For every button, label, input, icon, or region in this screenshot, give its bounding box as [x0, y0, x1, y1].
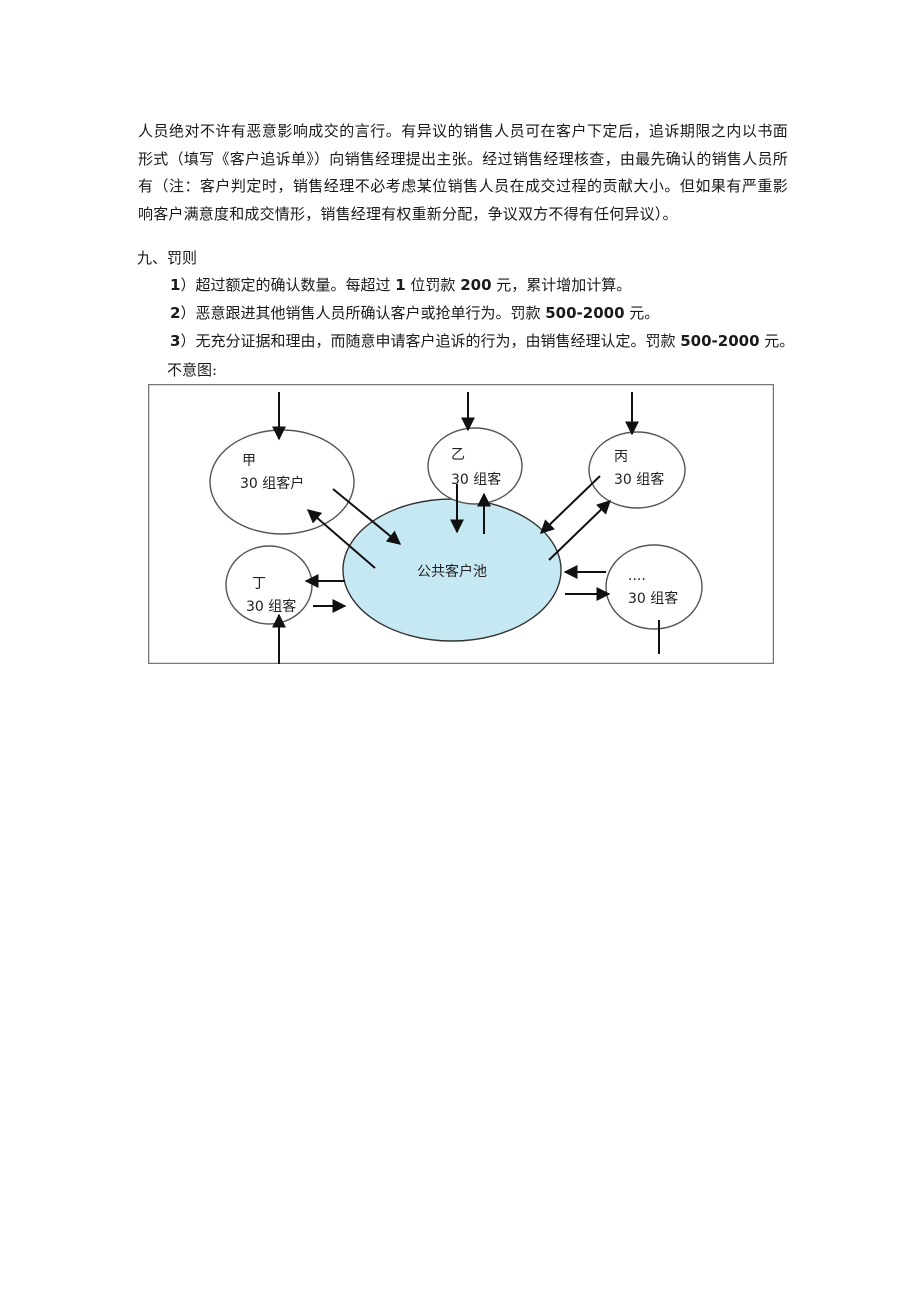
rule-1-text-b: 位罚款 — [405, 276, 461, 294]
node-yi-ellipse — [427, 427, 523, 505]
node-bing-name: 丙 — [614, 449, 628, 465]
rule-3-number: 3 — [170, 332, 181, 350]
section-title: 九、罚则 — [137, 249, 198, 267]
node-jia-count: 30 组客户 — [240, 475, 304, 492]
rule-3-text-a: ）无充分证据和理由，而随意申请客户追诉的行为，由销售经理认定。罚款 — [180, 332, 681, 350]
node-yi-name: 乙 — [451, 447, 465, 463]
rule-3-text-b: 元。 — [759, 332, 795, 350]
rule-2-fine: 500-2000 — [545, 304, 625, 322]
node-jia-name: 甲 — [242, 453, 256, 469]
arrow-pool-to-bing — [548, 500, 612, 561]
public-pool-label: 公共客户池 — [417, 563, 487, 580]
rule-1-fine: 200 — [460, 276, 492, 294]
rule-1-text-c: 元，累计增加计算。 — [491, 276, 632, 294]
diagram-caption: 不意图: — [167, 361, 218, 379]
paragraph-text: 人员绝对不许有恶意影响成交的言行。有异议的销售人员可在客户下定后，追诉期限之内以… — [138, 122, 788, 223]
node-yi-count: 30 组客 — [451, 471, 501, 488]
rule-2-text-b: 元。 — [624, 304, 660, 322]
rule-1-number: 1 — [170, 276, 181, 294]
node-ding-count: 30 组客 — [246, 598, 296, 615]
node-other-count: 30 组客 — [628, 590, 678, 607]
node-bing-count: 30 组客 — [614, 471, 664, 488]
arrow-bing-to-pool — [539, 475, 601, 534]
rule-2-text-a: ）恶意跟进其他销售人员所确认客户或抢单行为。罚款 — [180, 304, 546, 322]
rule-2: 2）恶意跟进其他销售人员所确认客户或抢单行为。罚款 500-2000 元。 — [170, 303, 659, 323]
node-other-name: .... — [628, 568, 646, 584]
arrow-pool-to-jia — [306, 509, 376, 569]
node-other-ellipse — [605, 544, 703, 630]
node-ding-name: 丁 — [252, 576, 266, 592]
rule-1: 1）超过额定的确认数量。每超过 1 位罚款 200 元，累计增加计算。 — [170, 275, 631, 295]
rule-1-count: 1 — [395, 276, 406, 294]
rule-1-text-a: ）超过额定的确认数量。每超过 — [180, 276, 396, 294]
arrow-jia-to-pool — [332, 488, 402, 545]
rule-3: 3）无充分证据和理由，而随意申请客户追诉的行为，由销售经理认定。罚款 500-2… — [170, 331, 794, 351]
customer-pool-diagram: 公共客户池 甲 30 组客户 乙 30 组客 丙 30 组客 丁 30 组客 .… — [148, 384, 774, 664]
rule-2-number: 2 — [170, 304, 181, 322]
node-bing-ellipse — [588, 431, 686, 509]
rule-3-fine: 500-2000 — [680, 332, 760, 350]
